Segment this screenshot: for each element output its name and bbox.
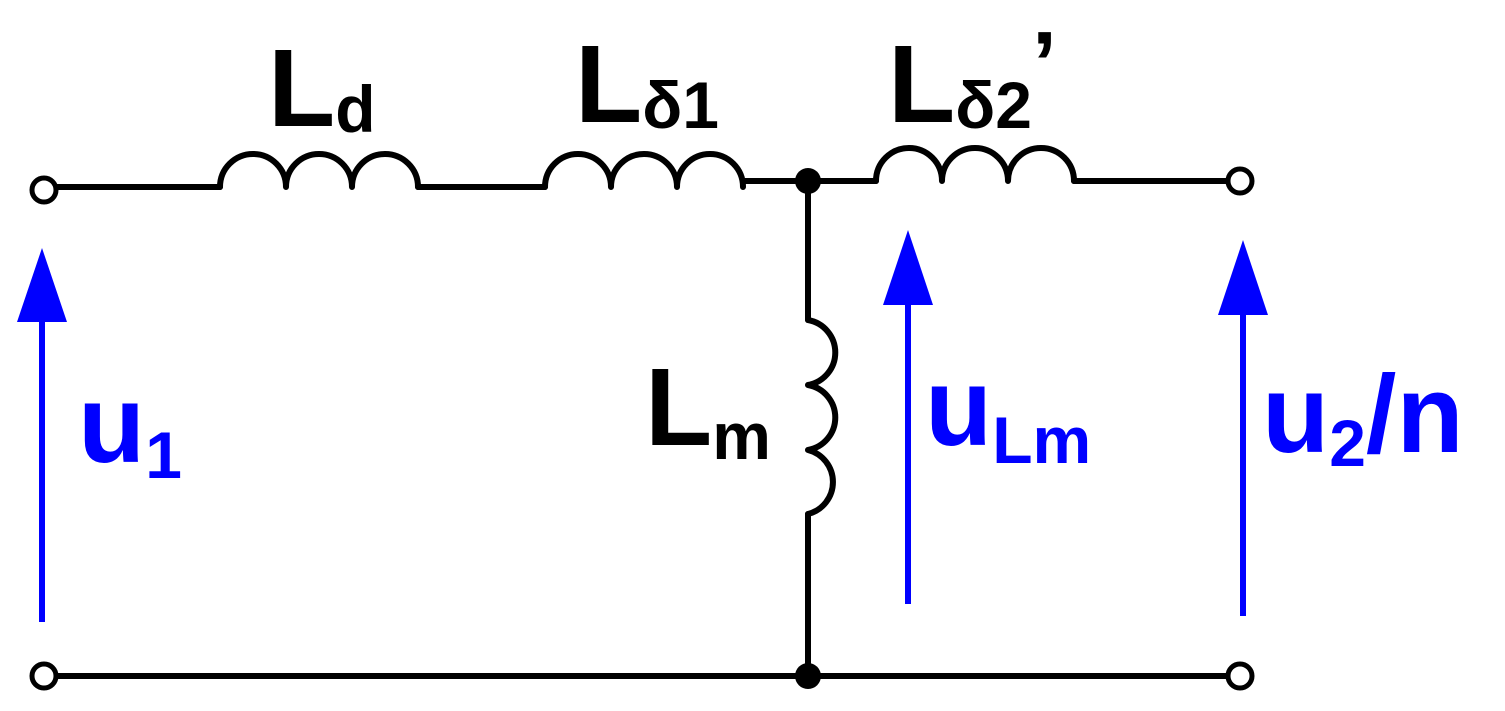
inductor-lm: [805, 317, 839, 517]
inductor-ld1: [542, 151, 746, 190]
terminal-top-left: [29, 175, 59, 205]
label-ld2: Lδ2’: [888, 14, 1057, 146]
arrow-u1-head: [17, 248, 67, 322]
label-lm: Lm: [645, 346, 771, 473]
terminal-top-right: [1225, 166, 1255, 196]
label-ld: Ld: [268, 27, 376, 150]
junction-node-top: [795, 168, 821, 194]
arrow-ulm-head: [883, 230, 933, 305]
label-ld1: Lδ1: [575, 23, 719, 146]
label-u2n: u2/n: [1262, 353, 1464, 480]
label-u1: u1: [78, 363, 182, 492]
inductor-ld2: [873, 145, 1077, 184]
arrow-u2n-head: [1218, 240, 1268, 315]
terminal-bottom-right: [1225, 661, 1255, 691]
terminal-bottom-left: [29, 661, 59, 691]
inductor-ld: [217, 151, 421, 190]
label-ulm: uLm: [925, 346, 1091, 477]
junction-node-bottom: [795, 663, 821, 689]
